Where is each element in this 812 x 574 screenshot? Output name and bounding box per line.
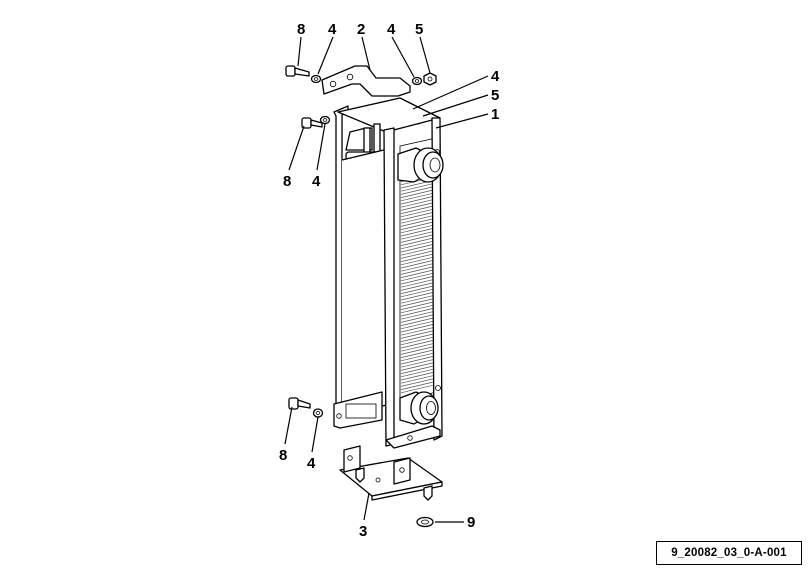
oil-cooler-part-1 [333,97,444,449]
callout-2: 2 [357,21,365,38]
callout-9: 9 [467,514,475,531]
callout-8-top: 8 [297,21,305,38]
callouts: 8 4 2 4 5 4 5 1 8 4 8 4 3 9 [279,21,500,540]
leader-lines [284,36,489,523]
callout-4-right: 4 [491,68,500,85]
callout-4-bottom: 4 [307,455,316,472]
bottom-bracket-part-3 [339,445,443,501]
bottom-bolt-part-8 [288,397,311,410]
top-nut-part-5 [423,72,437,86]
grommet-part-9 [416,516,434,528]
callout-4-top-right: 4 [387,21,396,38]
callout-5-top: 5 [415,21,423,38]
callout-8-bottom: 8 [279,447,287,464]
drawing-code-label: 9_20082_03_0-A-001 [656,541,802,565]
callout-8-mid: 8 [283,173,291,190]
bottom-washer-part-4 [312,408,324,418]
top-bracket-part-2 [321,65,411,97]
callout-4-mid: 4 [312,173,321,190]
callout-3: 3 [359,523,367,540]
callout-5-right: 5 [491,87,499,104]
top-left-washer-part-4 [310,74,322,84]
callout-1: 1 [491,106,499,123]
callout-4-top-left: 4 [328,21,337,38]
mid-bolt-part-8 [301,117,323,129]
top-right-washer-part-4 [411,76,423,86]
right-cooling-fins [400,147,436,394]
mid-washer-part-4 [319,115,331,125]
top-bolt-part-8 [285,65,310,77]
